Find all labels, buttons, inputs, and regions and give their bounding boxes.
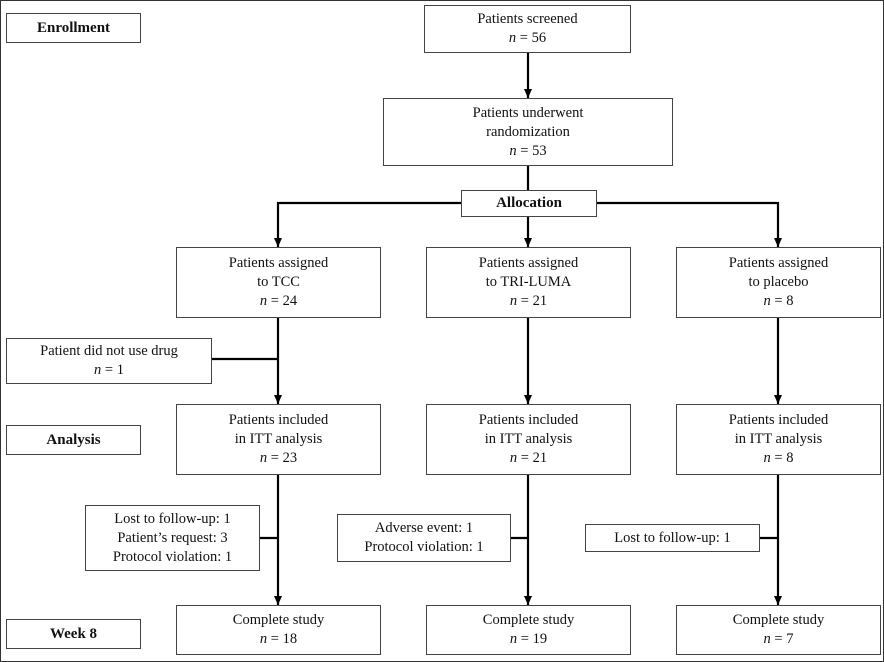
box-n-line: n = 24: [259, 293, 298, 309]
box-line: to TCC: [257, 274, 300, 290]
stage-label-analysis: Analysis: [6, 425, 141, 455]
dropout-line: Lost to follow-up: 1: [614, 529, 731, 546]
box-line: in ITT analysis: [234, 431, 323, 447]
box-assigned-triluma: Patients assigned to TRI-LUMA n = 21: [426, 247, 631, 318]
stage-label-text: Allocation: [496, 195, 562, 211]
box-dropouts-tcc: Lost to follow-up: 1 Patient’s request: …: [85, 505, 260, 571]
box-assigned-tcc: Patients assigned to TCC n = 24: [176, 247, 381, 318]
box-itt-triluma: Patients included in ITT analysis n = 21: [426, 404, 631, 475]
box-complete-triluma: Complete study n = 19: [426, 605, 631, 655]
box-n-line: n = 21: [509, 450, 548, 466]
stage-label-text: Analysis: [46, 431, 101, 448]
box-line: Patients assigned: [728, 255, 829, 271]
stage-label-text: Enrollment: [36, 19, 111, 36]
box-dropouts-triluma: Adverse event: 1 Protocol violation: 1: [337, 514, 511, 562]
dropout-line: Lost to follow-up: 1: [114, 510, 231, 527]
line-allocation-right: [597, 201, 782, 247]
box-n-line: n = 21: [509, 293, 548, 309]
box-screened: Patients screened n = 56: [424, 5, 631, 53]
box-itt-placebo: Patients included in ITT analysis n = 8: [676, 404, 881, 475]
box-n-line: n = 19: [509, 631, 548, 647]
box-line: Patients assigned: [478, 255, 579, 271]
box-line: to placebo: [748, 274, 809, 290]
box-complete-tcc: Complete study n = 18: [176, 605, 381, 655]
box-line: Patient did not use drug: [40, 343, 178, 359]
box-line: in ITT analysis: [734, 431, 823, 447]
box-line: Complete study: [232, 612, 325, 628]
box-n-line: n = 8: [763, 293, 794, 309]
box-assigned-placebo: Patients assigned to placebo n = 8: [676, 247, 881, 318]
stage-label-enrollment: Enrollment: [6, 13, 141, 43]
box-n-line: n = 23: [259, 450, 298, 466]
box-line: Complete study: [732, 612, 825, 628]
box-line: Patients included: [478, 412, 579, 428]
stage-label-week8: Week 8: [6, 619, 141, 649]
box-randomized: Patients underwent randomization n = 53: [383, 98, 673, 166]
stage-label-text: Week 8: [49, 625, 98, 642]
box-n-line: n = 7: [763, 631, 794, 647]
box-dropouts-placebo: Lost to follow-up: 1: [585, 524, 760, 552]
box-line: Patients underwent: [472, 104, 584, 121]
box-n-line: n = 56: [508, 30, 547, 46]
box-line: Patients screened: [477, 11, 578, 27]
box-line: randomization: [486, 123, 570, 140]
box-complete-placebo: Complete study n = 7: [676, 605, 881, 655]
dropout-line: Protocol violation: 1: [364, 539, 484, 555]
box-n-line: n = 1: [94, 362, 124, 378]
line-allocation-left: [274, 201, 461, 247]
box-line: Patients assigned: [228, 255, 329, 271]
box-itt-tcc: Patients included in ITT analysis n = 23: [176, 404, 381, 475]
box-line: in ITT analysis: [484, 431, 573, 447]
box-line: Patients included: [728, 412, 829, 428]
dropout-line: Patient’s request: 3: [117, 529, 228, 546]
box-line: to TRI-LUMA: [485, 274, 572, 290]
box-did-not-use-drug: Patient did not use drug n = 1: [6, 338, 212, 384]
box-n-line: n = 18: [259, 631, 298, 647]
box-n-line: n = 53: [509, 142, 547, 159]
dropout-line: Adverse event: 1: [374, 520, 474, 536]
stage-label-allocation: Allocation: [461, 190, 597, 217]
box-line: Patients included: [228, 412, 329, 428]
box-line: Complete study: [482, 612, 575, 628]
box-n-line: n = 8: [763, 450, 794, 466]
dropout-line: Protocol violation: 1: [112, 548, 233, 565]
